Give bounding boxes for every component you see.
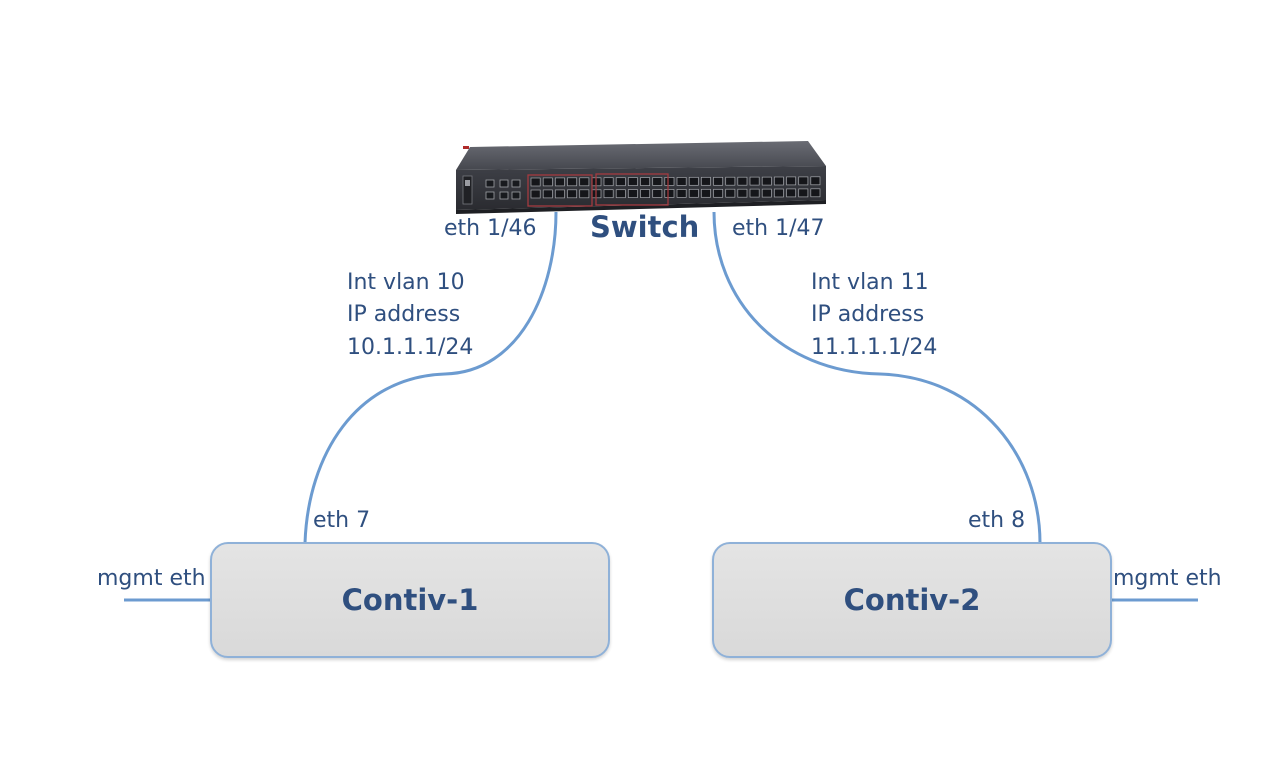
switch-port bbox=[688, 176, 699, 186]
switch-device-icon bbox=[456, 141, 826, 214]
left-link-vlan-label: Int vlan 10 bbox=[347, 270, 465, 295]
switch-port bbox=[700, 188, 711, 198]
switch-port-left-label: eth 1/46 bbox=[444, 216, 537, 241]
contiv-1-mgmt-label: mgmt eth bbox=[97, 566, 206, 591]
switch-port bbox=[567, 177, 578, 187]
switch-port bbox=[688, 188, 699, 198]
switch-port bbox=[798, 176, 809, 186]
switch-port bbox=[700, 176, 711, 186]
contiv-1-port-label: eth 7 bbox=[313, 508, 371, 533]
contiv-1-name: Contiv-1 bbox=[341, 583, 479, 617]
left-link-ip-value: 10.1.1.1/24 bbox=[347, 335, 474, 360]
switch-port-right-label: eth 1/47 bbox=[732, 216, 825, 241]
switch-port bbox=[652, 189, 663, 198]
switch-port bbox=[664, 177, 675, 186]
switch-port bbox=[761, 176, 772, 186]
switch-port bbox=[749, 188, 760, 198]
switch-port bbox=[579, 189, 590, 199]
port-grid bbox=[530, 176, 821, 199]
switch-port bbox=[603, 177, 614, 187]
switch-port bbox=[737, 188, 748, 198]
switch-port bbox=[652, 177, 663, 186]
right-link-ip-caption: IP address bbox=[811, 302, 925, 327]
switch-port bbox=[737, 176, 748, 186]
switch-port bbox=[627, 177, 638, 186]
switch-port bbox=[713, 188, 724, 198]
switch-port bbox=[676, 177, 687, 186]
cable-switch-to-contiv-2 bbox=[712, 211, 1042, 544]
switch-port bbox=[786, 176, 797, 186]
switch-port bbox=[773, 176, 784, 186]
contiv-2-node: Contiv-2 bbox=[712, 542, 1112, 658]
switch-port bbox=[530, 177, 541, 187]
switch-port bbox=[676, 189, 687, 198]
switch-port bbox=[798, 188, 809, 198]
switch-port bbox=[640, 189, 651, 198]
switch-port bbox=[542, 177, 553, 187]
switch-port bbox=[786, 188, 797, 198]
left-link-ip-caption: IP address bbox=[347, 302, 461, 327]
switch-port bbox=[542, 189, 553, 199]
contiv-2-mgmt-label: mgmt eth bbox=[1113, 566, 1222, 591]
switch-port bbox=[554, 177, 565, 187]
switch-port bbox=[810, 176, 821, 186]
contiv-1-node: Contiv-1 bbox=[210, 542, 610, 658]
contiv-2-name: Contiv-2 bbox=[843, 583, 981, 617]
switch-port bbox=[640, 177, 651, 186]
switch-title: Switch bbox=[590, 210, 700, 244]
switch-port bbox=[664, 189, 675, 198]
switch-port bbox=[761, 188, 772, 198]
switch-port bbox=[725, 188, 736, 198]
switch-port bbox=[579, 177, 590, 187]
switch-port bbox=[567, 189, 578, 199]
switch-port bbox=[530, 189, 541, 199]
switch-port bbox=[773, 188, 784, 198]
switch-port bbox=[603, 189, 614, 199]
contiv-2-port-label: eth 8 bbox=[968, 508, 1026, 533]
right-link-vlan-label: Int vlan 11 bbox=[811, 270, 929, 295]
switch-port bbox=[615, 189, 626, 199]
right-link-ip-value: 11.1.1.1/24 bbox=[811, 335, 938, 360]
switch-port bbox=[627, 189, 638, 198]
uplink-ports bbox=[485, 179, 521, 200]
switch-port bbox=[713, 176, 724, 186]
cable-switch-to-contiv-1 bbox=[303, 211, 558, 544]
switch-port bbox=[615, 177, 626, 187]
switch-port bbox=[725, 176, 736, 186]
switch-port bbox=[810, 188, 821, 198]
switch-port bbox=[554, 189, 565, 199]
switch-port bbox=[749, 176, 760, 186]
